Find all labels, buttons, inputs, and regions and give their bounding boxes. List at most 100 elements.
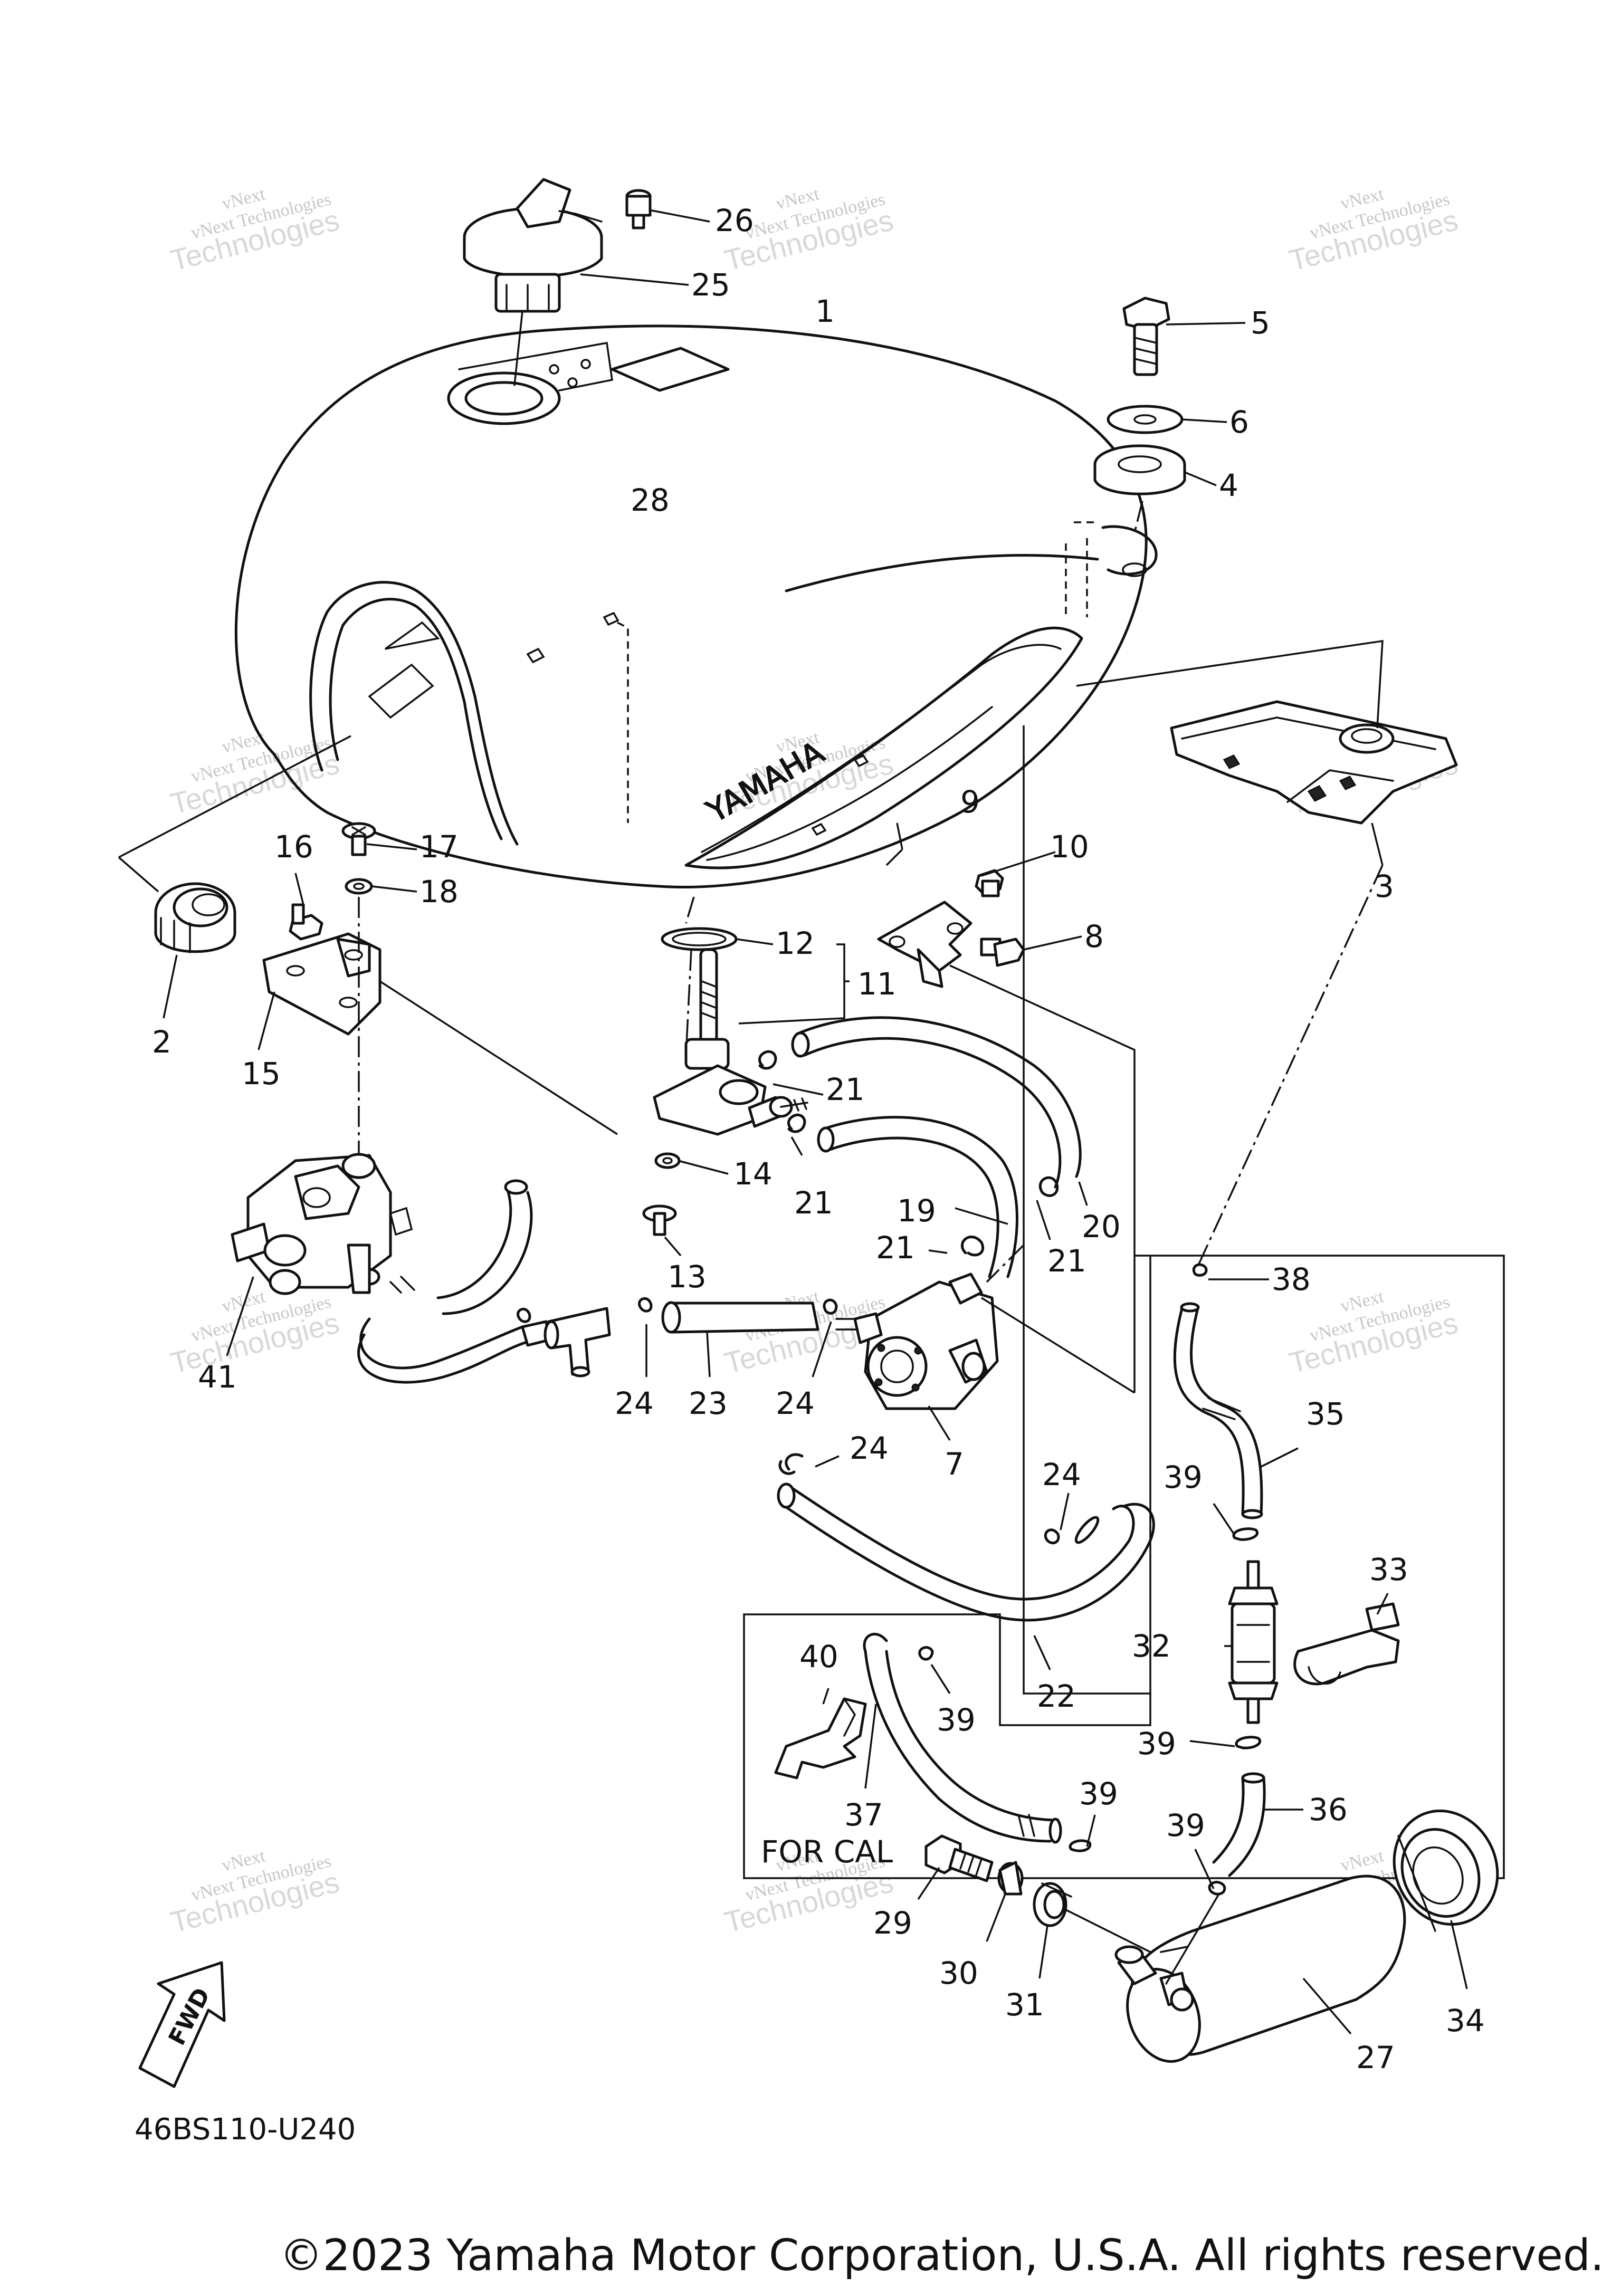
callout-41: 41 (198, 1359, 237, 1395)
cap-screw[interactable] (625, 189, 652, 229)
callout-39: 39 (1166, 1807, 1205, 1843)
hose-36[interactable] (1212, 1776, 1245, 1864)
bolt-16[interactable] (289, 903, 323, 941)
copyright-notice: ©2023 Yamaha Motor Corporation, U.S.A. A… (279, 2231, 1604, 2281)
hose-clip[interactable] (961, 1236, 984, 1257)
bolt-10[interactable] (975, 869, 1004, 897)
locating-line (617, 621, 629, 823)
callout-24: 24 (776, 1385, 815, 1421)
filter-holder[interactable] (1293, 1602, 1400, 1686)
hose-clip[interactable] (787, 1113, 806, 1133)
fuel-pump[interactable] (231, 1153, 413, 1295)
bracket-9[interactable] (877, 901, 972, 988)
hose-clip[interactable] (1235, 1736, 1261, 1749)
callout-21: 21 (876, 1230, 915, 1266)
hose-clip[interactable] (1208, 1881, 1226, 1896)
hose[interactable] (436, 1185, 512, 1299)
callout-21: 21 (794, 1185, 833, 1221)
callouts: 1 2 3 4 5 6 7 8 9 10 11 12 13 14 15 16 1… (135, 203, 1485, 2147)
screw-13[interactable] (642, 1204, 677, 1236)
t-joint[interactable] (543, 1307, 611, 1377)
callout-5: 5 (1251, 305, 1270, 341)
hose-clip[interactable] (1193, 1263, 1208, 1277)
callout-32: 32 (1132, 1628, 1171, 1664)
screw-17[interactable] (341, 822, 376, 856)
callout-1: 1 (815, 293, 835, 329)
callout-14: 14 (733, 1156, 773, 1192)
hose-clip[interactable] (778, 1453, 804, 1475)
callout-4: 4 (1219, 467, 1238, 503)
tank-bracket[interactable] (262, 932, 382, 1036)
callout-29: 29 (873, 1905, 912, 1941)
washer-18[interactable] (345, 878, 373, 895)
hose-clip[interactable] (1044, 1528, 1060, 1545)
callout-16: 16 (274, 829, 313, 865)
callout-34: 34 (1446, 2003, 1485, 2039)
grommet-31[interactable] (1033, 1882, 1072, 1927)
callout-36: 36 (1309, 1792, 1348, 1828)
front-damper[interactable] (154, 882, 236, 953)
hose-clip[interactable] (517, 1307, 531, 1323)
locating-line (1065, 521, 1098, 617)
hose-clip[interactable] (758, 1050, 777, 1070)
hose-23[interactable] (661, 1301, 819, 1334)
hose-20[interactable] (795, 1016, 1082, 1178)
hose-clamp-40[interactable] (774, 1697, 867, 1780)
callout-15: 15 (242, 1056, 281, 1092)
hose-19[interactable] (822, 1116, 1018, 1278)
hose-clip[interactable] (823, 1298, 838, 1315)
callout-30: 30 (939, 1955, 978, 1991)
callout-10: 10 (1050, 829, 1089, 865)
watermark: vNext vNext Technologies Technologies (167, 1846, 342, 1939)
callout-2: 2 (152, 1024, 171, 1060)
callout-18: 18 (419, 874, 459, 910)
bolt-8[interactable] (980, 937, 1025, 967)
hose-clip[interactable] (918, 1646, 934, 1661)
callout-40: 40 (799, 1639, 838, 1675)
callout-24: 24 (1042, 1457, 1081, 1493)
hose-clip[interactable] (1069, 1839, 1092, 1852)
bolt-29[interactable] (924, 1834, 994, 1882)
hose-clip[interactable] (1232, 1527, 1258, 1541)
callout-22: 22 (1037, 1678, 1076, 1714)
callout-38: 38 (1272, 1261, 1311, 1297)
fwd-arrow-icon: FWD (138, 1961, 226, 2088)
collar-30[interactable] (997, 1861, 1024, 1896)
callout-27: 27 (1356, 2040, 1395, 2075)
fuel-cap[interactable] (463, 178, 603, 313)
callout-24: 24 (850, 1430, 889, 1466)
hose-22[interactable] (790, 1486, 1135, 1601)
damper[interactable] (1093, 444, 1186, 495)
callout-8: 8 (1084, 919, 1104, 954)
inset-label: FOR CAL (761, 1834, 893, 1870)
callout-39: 39 (937, 1702, 976, 1738)
fuel-valve[interactable] (835, 1273, 999, 1410)
hose-35[interactable] (1173, 1307, 1245, 1516)
callout-20: 20 (1082, 1209, 1121, 1245)
charcoal-canister[interactable] (1114, 1874, 1406, 2072)
fuel-tank[interactable]: YAMAHA (234, 324, 1158, 888)
callout-3: 3 (1375, 868, 1394, 904)
washer-14[interactable] (654, 1152, 681, 1169)
fuel-filter[interactable] (1228, 1560, 1279, 1724)
hose-clip[interactable] (1038, 1176, 1059, 1197)
callout-17: 17 (419, 829, 459, 865)
callout-33: 33 (1369, 1552, 1408, 1587)
canister-cap[interactable] (1376, 1794, 1515, 1941)
callout-13: 13 (668, 1259, 707, 1295)
callout-6: 6 (1229, 404, 1249, 440)
fuel-cock[interactable] (653, 948, 808, 1136)
callout-21: 21 (826, 1072, 865, 1107)
plate-washer[interactable] (1107, 405, 1184, 434)
callout-19: 19 (897, 1193, 936, 1229)
hose-37[interactable] (864, 1650, 1052, 1843)
rear-bracket[interactable] (1170, 700, 1458, 825)
hose-clip[interactable] (638, 1297, 653, 1313)
callout-39: 39 (1079, 1776, 1118, 1812)
callout-39: 39 (1164, 1459, 1203, 1495)
callout-26: 26 (715, 203, 754, 238)
callout-24: 24 (615, 1385, 654, 1421)
diagram-code: 46BS110-U240 (135, 2112, 356, 2147)
mounting-bolt[interactable] (1122, 296, 1170, 376)
